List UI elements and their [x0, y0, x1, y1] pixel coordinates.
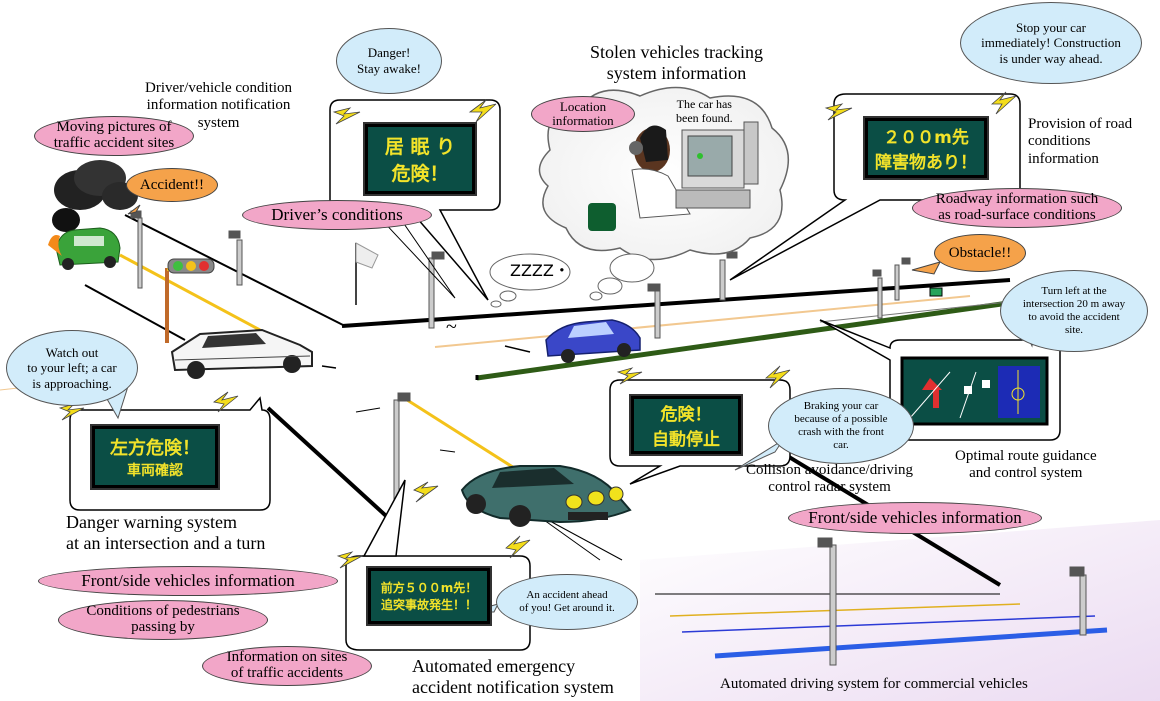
collision-avoid-label: Collision avoidance/driving control rada… [746, 462, 914, 496]
pill-drivers-conditions: Driver’s conditions [242, 200, 432, 230]
bubble-accident-ahead: An accident ahead of you! Get around it. [496, 574, 638, 630]
sign-obstacle200: ２００m先 障害物あり！ [865, 118, 987, 178]
lane-line [669, 603, 1021, 617]
stolen-tracking-label: Stolen vehicles tracking system informat… [590, 42, 763, 83]
sign-left-danger-line1: 左方危険！ [110, 438, 200, 459]
sign-obstacle200-line1: ２００m先 [883, 128, 969, 148]
road-edge [84, 284, 186, 341]
sign-auto-stop: 危険！ 自動停止 [631, 396, 741, 454]
operator-icon [588, 121, 759, 231]
optimal-route-label: Optimal route guidance and control syste… [955, 448, 1097, 482]
sign-obstacle200-line2: 障害物あり！ [875, 153, 977, 173]
pill-front-side-1: Front/side vehicles information [788, 502, 1042, 534]
driver-condition-label: Driver/vehicle condition information not… [145, 80, 293, 131]
sign-drowsy: 居 眠 り 危険！ [365, 124, 475, 194]
road-edge-green [476, 297, 1031, 381]
provision-road-label: Provision of road conditions information [1028, 116, 1133, 167]
tilde-label: ~ [446, 316, 457, 338]
pill-roadway-info: Roadway information such as road-surface… [912, 188, 1122, 228]
callout-accident: Accident!! [126, 168, 218, 202]
wireless-signal-icon [58, 91, 1017, 569]
pill-location-info: Location information [531, 96, 635, 132]
bubble-stop-car: Stop your car immediately! Construction … [960, 2, 1142, 84]
lane-line-thick [714, 627, 1108, 659]
sign-auto-stop-line1: 危険！ [660, 405, 712, 425]
pill-pedestrians: Conditions of pedestrians passing by [58, 600, 268, 640]
zzzz-label: ZZZZ・ [510, 261, 570, 280]
sign-left-danger: 左方危険！ 車両確認 [92, 426, 218, 488]
sign-drowsy-line2: 危険！ [391, 163, 449, 185]
pill-front-side-2: Front/side vehicles information [38, 566, 338, 596]
danger-warning-label: Danger warning system at an intersection… [66, 512, 266, 553]
bubble-watch-out: Watch out to your left; a car is approac… [6, 330, 138, 406]
bubble-turn-left: Turn left at the intersection 20 m away … [1000, 270, 1148, 352]
car-found-text: The car has been found. [676, 97, 733, 125]
road-edge [124, 214, 346, 327]
sports-car-icon [460, 465, 632, 527]
pole-street-light [130, 210, 1087, 666]
sign-crash500-line1: 前方５００m先！ [380, 581, 478, 595]
burning-car-icon [48, 160, 138, 270]
white-car-icon [170, 328, 313, 379]
bubble-braking: Braking your car because of a possible c… [768, 388, 914, 464]
radar-beam [403, 396, 531, 480]
callout-obstacle: Obstacle!! [934, 234, 1026, 272]
road-edge [266, 406, 398, 527]
sign-crash500: 前方５００m先！ 追突事故発生！！ [368, 568, 490, 624]
auto-emergency-label: Automated emergency accident notificatio… [412, 656, 614, 697]
pill-moving-pictures: Moving pictures of traffic accident site… [34, 116, 194, 156]
flag-icon [355, 242, 379, 305]
bubble-danger-awake: Danger! Stay awake! [336, 28, 442, 94]
sign-crash500-line2: 追突事故発生！！ [380, 598, 477, 612]
lane-line [681, 615, 1096, 633]
pill-accident-sites: Information on sites of traffic accident… [202, 646, 372, 686]
traffic-light-icon [165, 258, 215, 343]
sign-left-danger-line2: 車両確認 [127, 463, 183, 479]
automated-driving-area [640, 520, 1160, 701]
sign-drowsy-line1: 居 眠 り [384, 136, 456, 158]
zzzz-cloud [489, 253, 571, 308]
route-guidance-display [900, 356, 1049, 426]
road-marking [119, 253, 261, 332]
sign-auto-stop-line2: 自動停止 [652, 430, 720, 450]
auto-driving-label: Automated driving system for commercial … [720, 676, 1028, 692]
blue-car-icon [545, 319, 641, 363]
